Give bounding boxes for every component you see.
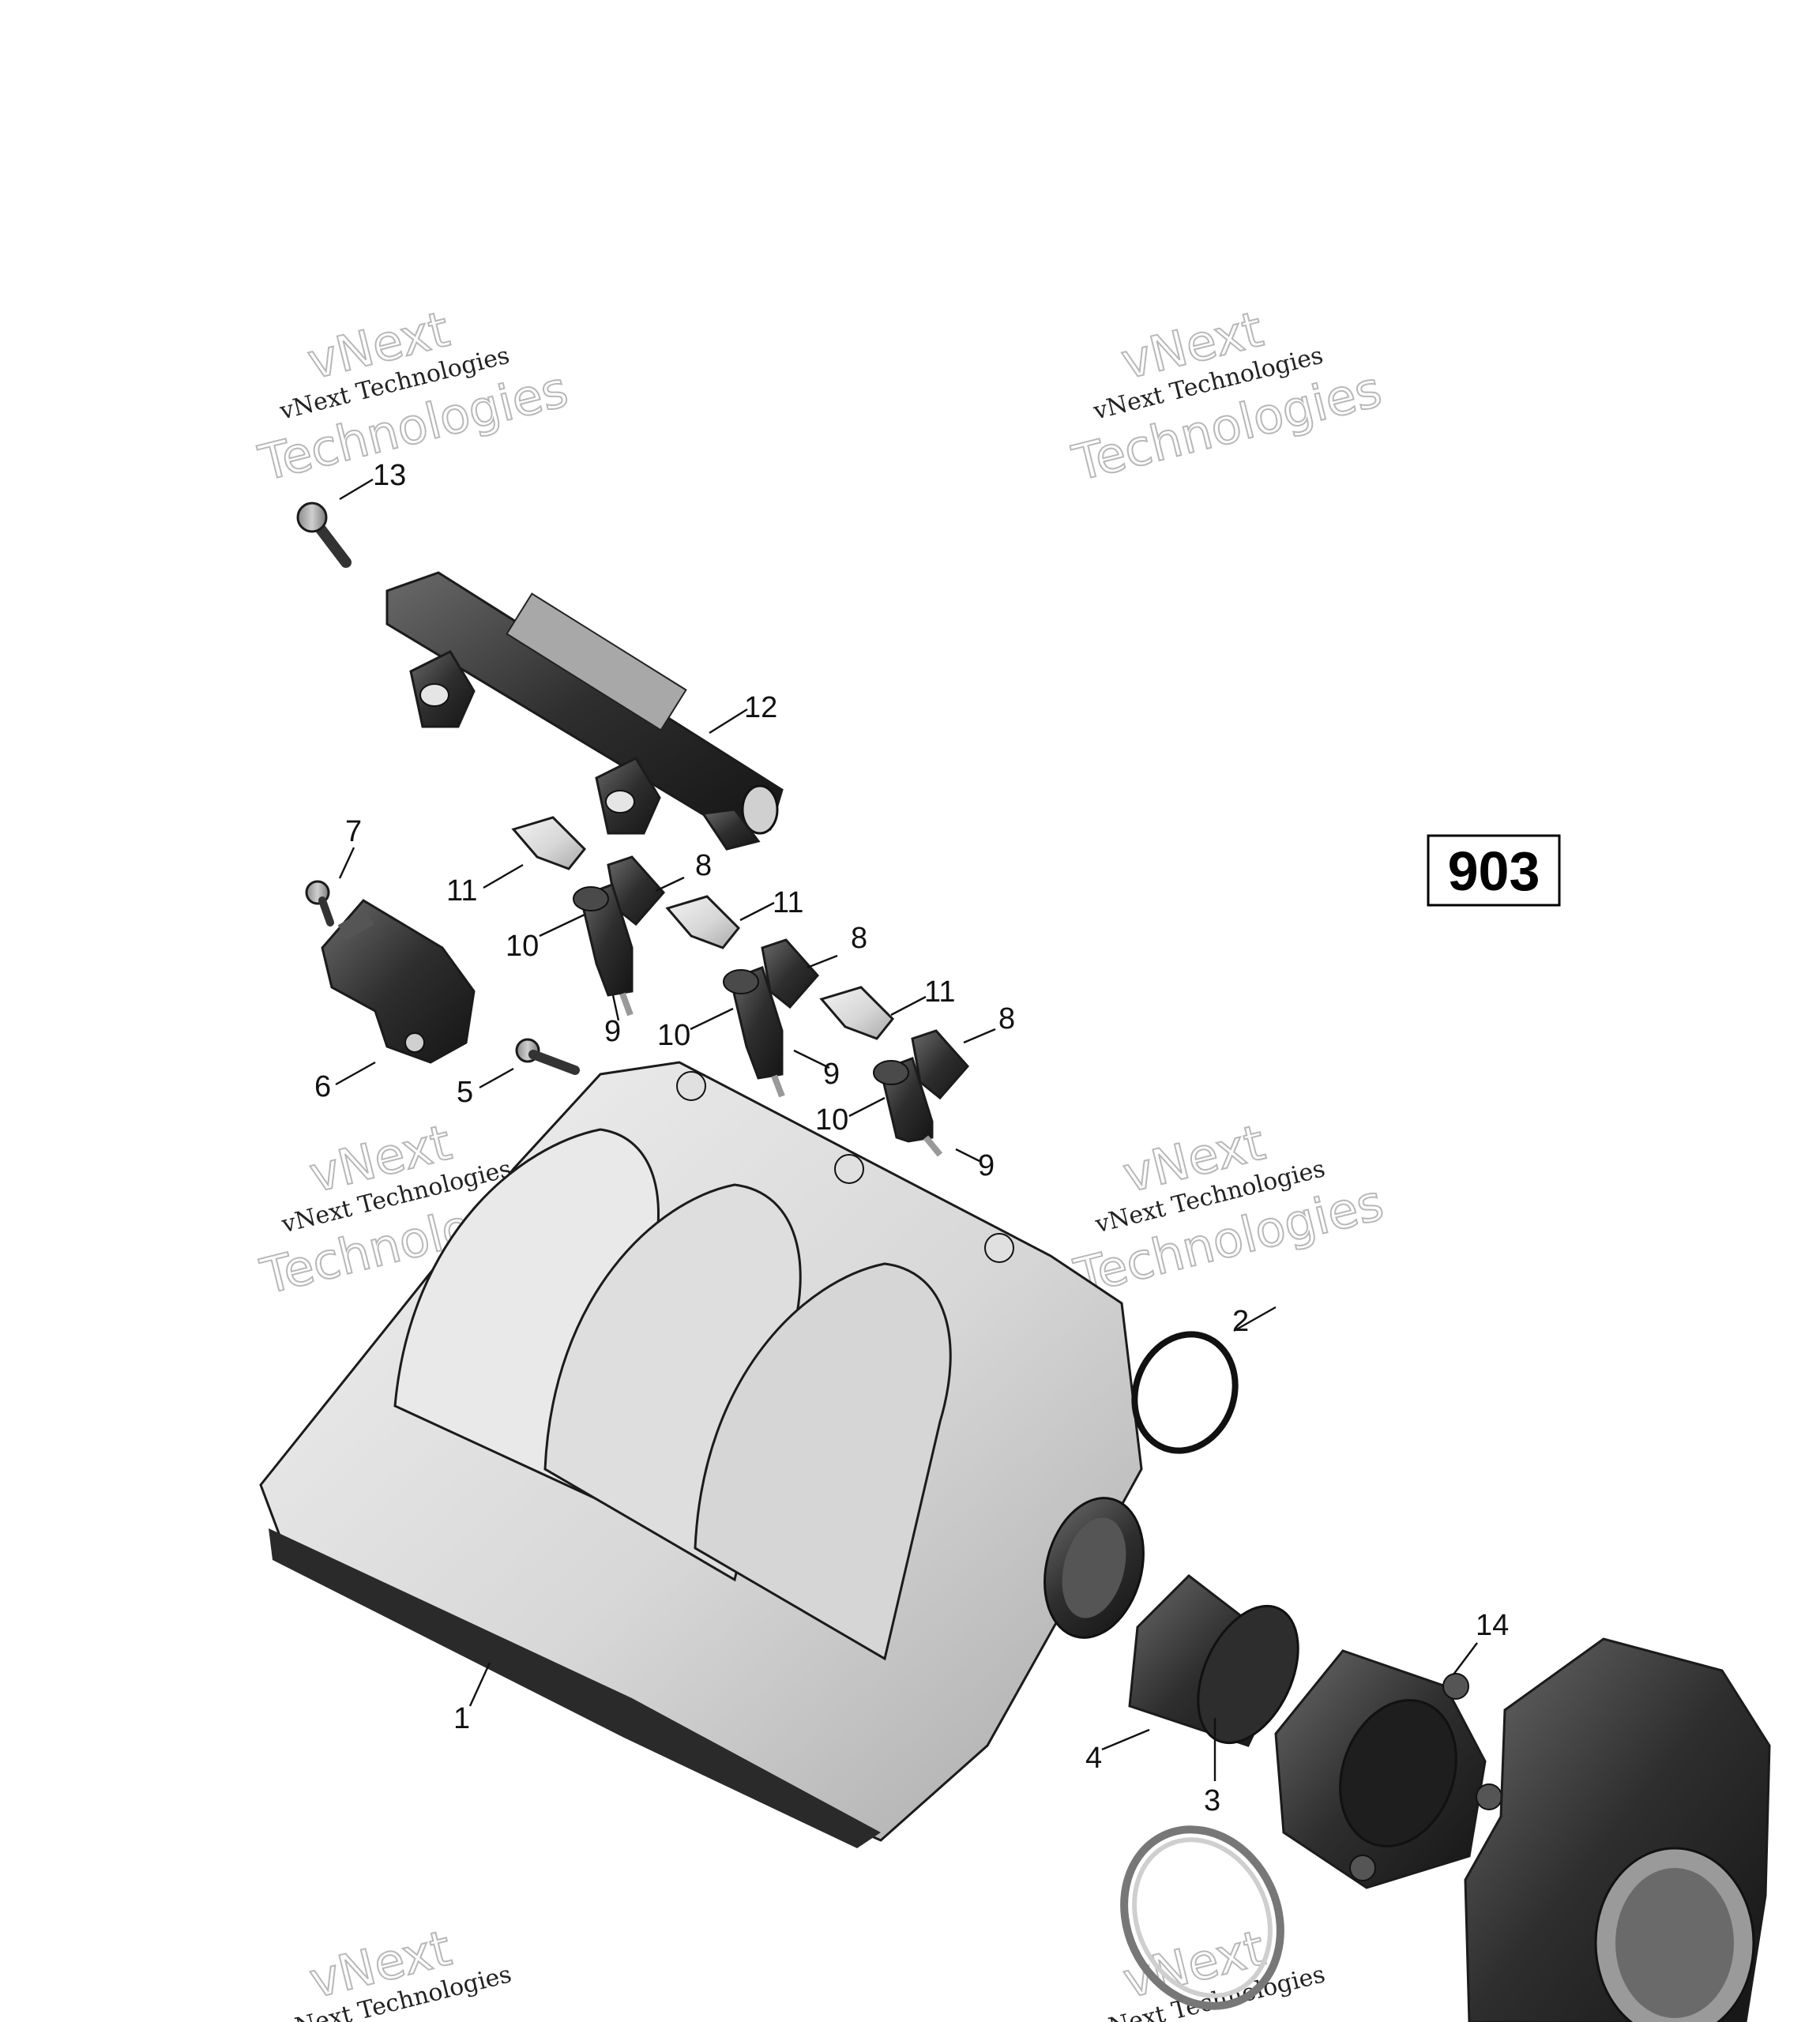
callouts: 13 12 7 11 8 10 9 11 8 10 9 11 8 10 9 6 … xyxy=(314,459,1509,1817)
part-injector-set-3 xyxy=(819,986,969,1157)
callout-label: 3 xyxy=(1204,1784,1220,1817)
callout-label: 11 xyxy=(924,975,955,1009)
part-screw-7 xyxy=(305,880,334,926)
part-screw-5 xyxy=(515,1038,580,1075)
callout-label: 9 xyxy=(978,1149,995,1182)
watermark-mid-right: vNext vNext Technologies Technologies xyxy=(1068,1113,1389,1306)
callout-label: 7 xyxy=(345,815,362,848)
part-injector-set-2 xyxy=(665,895,819,1098)
callout-label: 8 xyxy=(695,849,712,882)
part-o-ring-2 xyxy=(1131,1331,1239,1454)
part-throttle-body xyxy=(1464,1637,1771,2022)
part-adapter-14 xyxy=(1274,1649,1502,1889)
callout-label: 10 xyxy=(657,1019,690,1052)
callout-label: 10 xyxy=(815,1103,848,1137)
callout-label: 4 xyxy=(1085,1742,1102,1775)
watermark-bottom-left: vNext vNext Technologies xyxy=(278,1919,514,2022)
part-clamp xyxy=(1120,1825,1284,2010)
part-screw-13 xyxy=(296,502,352,568)
watermark-top-right: vNext vNext Technologies Technologies xyxy=(1066,299,1388,493)
callout-label: 11 xyxy=(446,874,477,908)
callout-label: 5 xyxy=(457,1076,473,1109)
callout-label: 2 xyxy=(1232,1305,1249,1338)
callout-label: 14 xyxy=(1476,1609,1509,1642)
part-intake-manifold-1 xyxy=(259,1061,1145,1848)
page-reference-number: 903 xyxy=(1448,840,1540,902)
part-fuel-rail-12 xyxy=(385,571,784,851)
callout-label: 8 xyxy=(851,922,867,955)
part-sensor-6 xyxy=(321,899,476,1064)
callout-label: 1 xyxy=(453,1702,470,1735)
part-sleeve-3-4 xyxy=(1128,1574,1299,1747)
callout-label: 6 xyxy=(314,1070,331,1103)
leader-lines xyxy=(335,478,1478,1781)
callout-label: 10 xyxy=(506,930,539,963)
callout-label: 13 xyxy=(373,459,406,492)
callout-label: 8 xyxy=(998,1002,1015,1035)
callout-label: 12 xyxy=(744,691,777,724)
part-injector-set-1 xyxy=(511,816,665,1017)
callout-label: 9 xyxy=(604,1015,621,1048)
callout-label: 9 xyxy=(823,1058,840,1091)
page-reference: 903 xyxy=(1427,834,1561,907)
callout-label: 11 xyxy=(773,886,803,919)
